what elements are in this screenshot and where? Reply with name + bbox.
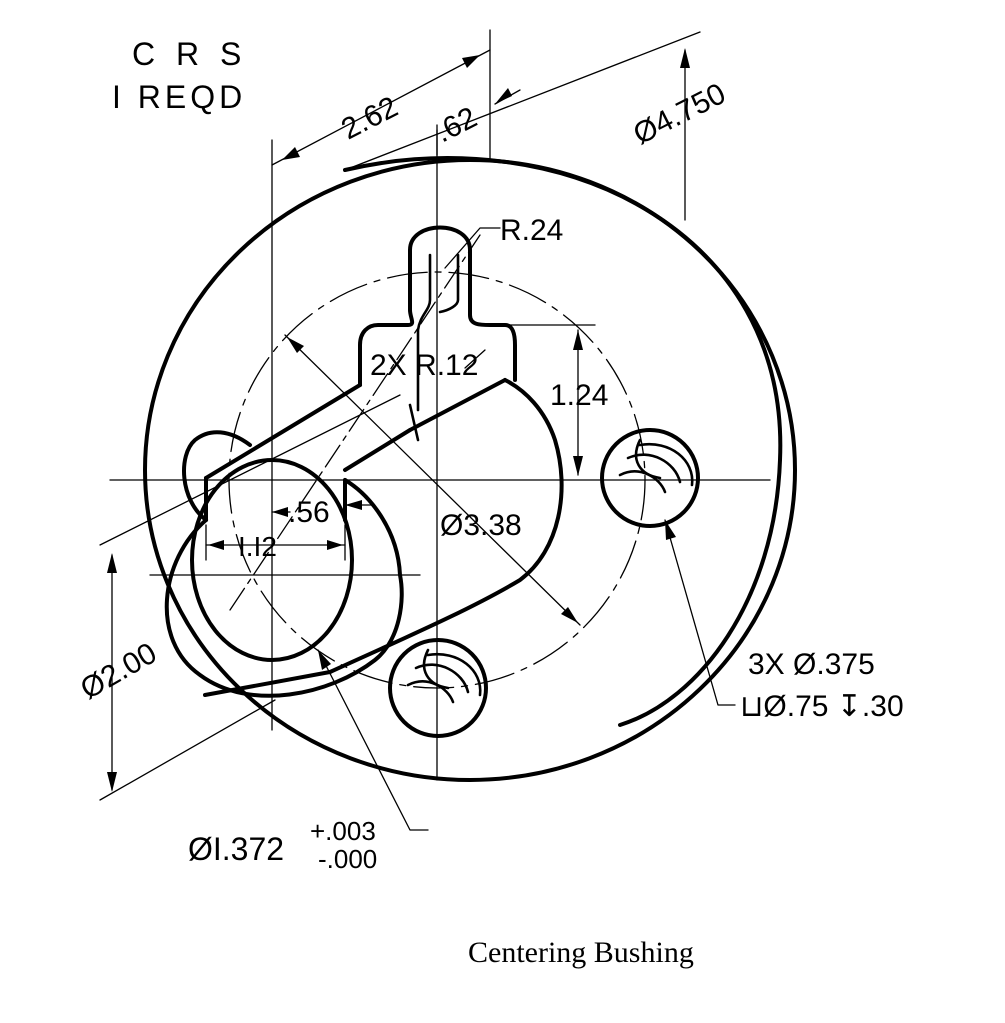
dim-key-radius: R.24	[500, 214, 563, 247]
dim-bore-diameter: ØI.372	[188, 831, 284, 867]
dim-bore-offset: I.I2	[238, 531, 277, 562]
dim-2-62: 2.62	[336, 90, 403, 146]
boss	[164, 378, 564, 698]
material-note: C R S I REQD	[112, 36, 247, 115]
dimension-lines	[99, 29, 736, 831]
dim-0-62: .62	[430, 101, 482, 149]
bore	[190, 458, 354, 662]
centerlines	[109, 129, 771, 781]
note-material: C R S	[132, 36, 247, 72]
dim-key-height: 1.24	[550, 379, 608, 412]
dim-holes-count: 3X Ø.375	[748, 648, 875, 681]
dim-holes-counterbore: ⊔Ø.75 ↧.30	[740, 690, 904, 723]
cbore-hole-right	[600, 428, 700, 528]
dim-bore-tol-lower: -.000	[318, 844, 377, 874]
note-quantity: I REQD	[112, 79, 246, 115]
drawing-caption: Centering Bushing	[468, 936, 694, 969]
dim-boss-diameter: Ø2.00	[75, 637, 162, 706]
dim-bore-tol-upper: +.003	[310, 816, 376, 846]
dim-corner-radii: 2X R.12	[370, 349, 478, 382]
dim-outer-diameter: Ø4.750	[628, 77, 731, 151]
dim-bolt-circle: Ø3.38	[440, 509, 522, 542]
dim-slot-width: .56	[288, 496, 330, 529]
left-hole	[182, 430, 252, 522]
cbore-hole-bottom	[388, 638, 488, 738]
